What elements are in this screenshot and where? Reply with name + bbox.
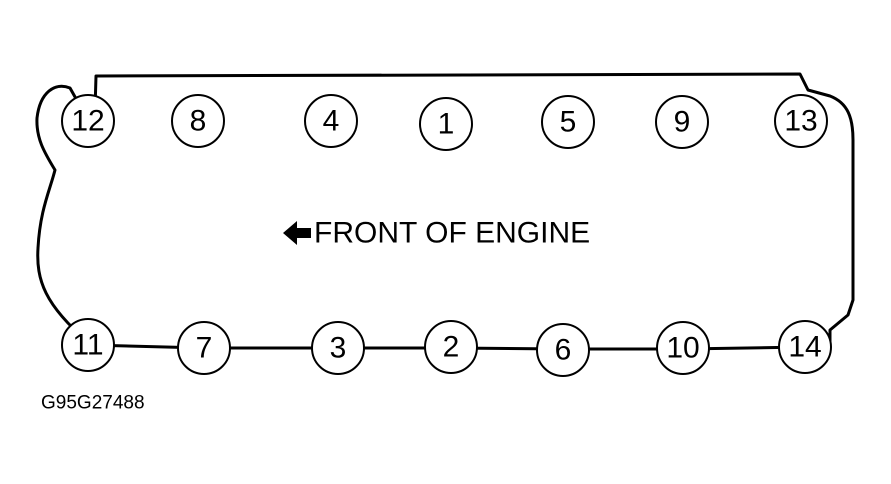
bolt-2: 2: [424, 320, 478, 374]
bolt-1: 1: [419, 97, 473, 151]
bolt-number: 9: [674, 106, 691, 139]
bolt-number: 2: [443, 331, 460, 364]
front-of-engine-label: FRONT OF ENGINE: [314, 217, 590, 250]
arrow-left-icon: [283, 221, 311, 245]
bolt-number: 3: [330, 332, 347, 365]
bolt-3: 3: [311, 321, 365, 375]
bolt-number: 8: [190, 105, 207, 138]
bolt-number: 1: [438, 108, 455, 141]
bolt-14: 14: [778, 320, 832, 374]
bolt-number: 6: [555, 334, 572, 367]
bolt-number: 4: [323, 105, 340, 138]
bolt-10: 10: [656, 321, 710, 375]
figure-code: G95G27488: [41, 393, 145, 414]
bolt-number: 14: [788, 331, 821, 364]
bolt-number: 7: [196, 332, 213, 365]
bolt-7: 7: [177, 321, 231, 375]
bolt-13: 13: [774, 94, 828, 148]
bolt-number: 11: [72, 329, 103, 362]
bolt-number: 13: [784, 105, 817, 138]
bolt-number: 12: [71, 105, 104, 138]
cylinder-head-outline: [86, 72, 855, 348]
bolt-5: 5: [541, 95, 595, 149]
bolt-number: 5: [560, 106, 577, 139]
bolt-number: 10: [666, 332, 699, 365]
cylinder-head-left-edge: [35, 85, 90, 344]
bolt-12: 12: [61, 94, 115, 148]
bolt-9: 9: [655, 95, 709, 149]
bolt-8: 8: [171, 94, 225, 148]
bolt-4: 4: [304, 94, 358, 148]
bolt-11: 11: [61, 318, 115, 372]
bolt-6: 6: [536, 323, 590, 377]
